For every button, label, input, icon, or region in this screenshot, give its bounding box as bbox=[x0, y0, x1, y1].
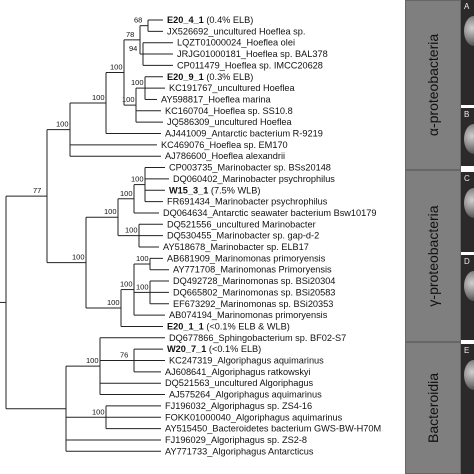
tree-leaf-label: JX526692_uncultured Hoeflea sp. bbox=[167, 26, 305, 36]
bootstrap-value: 100 bbox=[92, 407, 105, 416]
tree-leaf-label: AJ575264_Algoriphagus aquimarinus bbox=[169, 390, 322, 400]
panel-gamma-proteobacteria: γ-proteobacteria bbox=[405, 170, 461, 342]
tree-leaf-label: AJ608641_Algoriphagus ratkowskyi bbox=[165, 367, 311, 377]
thumbnail-c: C bbox=[461, 172, 474, 252]
tree-leaf-label: E20_1_1 (<0.1% ELB & WLB) bbox=[167, 321, 290, 331]
bootstrap-value: 100 bbox=[122, 95, 135, 104]
bootstrap-value: 100 bbox=[72, 253, 85, 262]
tree-leaf-label: JRJG01000181_Hoeflea sp. BAL378 bbox=[177, 49, 328, 59]
bootstrap-value: 100 bbox=[136, 254, 149, 263]
tree-leaf-label: AY518678_Marinobacter sp. ELB17 bbox=[163, 242, 309, 252]
tree-leaf-label: AJ786600_Hoeflea alexandrii bbox=[165, 151, 285, 161]
bootstrap-value: 100 bbox=[120, 280, 133, 289]
tree-leaf-label: FJ196032_Algoriphagus sp. ZS4-16 bbox=[165, 401, 312, 411]
bootstrap-value: 76 bbox=[120, 351, 128, 360]
bootstrap-value: 100 bbox=[136, 282, 149, 291]
tree-leaf-label: FOKK01000040_Algoriphagus aquimarinus bbox=[165, 412, 343, 422]
tree-leaf-label: JQ586309_uncultured Hoeflea bbox=[167, 117, 293, 127]
tree-leaf-label: FR691434_Marinobacter psychrophilus bbox=[167, 197, 328, 207]
phylogenetic-tree: E20_4_1 (0.4% ELB)JX526692_uncultured Ho… bbox=[0, 15, 381, 456]
tree-leaf-label: KC160704_Hoeflea sp. SS10.8 bbox=[165, 106, 293, 116]
tree-leaf-label: DQ064634_Antarctic seawater bacterium Bs… bbox=[163, 208, 376, 218]
bootstrap-value: 100 bbox=[56, 120, 69, 129]
tree-leaf-label: AJ441009_Antarctic bacterium R-9219 bbox=[165, 129, 323, 139]
tree-leaf-label: AY771708_Marinomonas Primoryensis bbox=[173, 265, 332, 275]
bootstrap-value: 78 bbox=[126, 30, 134, 39]
tree-leaf-label: DQ521563_uncultured Algoriphagus bbox=[165, 378, 314, 388]
panel-label-gamma: γ-proteobacteria bbox=[425, 205, 441, 307]
tree-leaf-label: W20_7_1 (<0.1% ELB) bbox=[167, 344, 261, 354]
thumbnail-e: E bbox=[461, 344, 474, 474]
tree-leaf-label: KC191767_uncultured Hoeflea bbox=[169, 83, 296, 93]
panel-bacteroidia: Bacteroidia bbox=[405, 342, 461, 474]
tree-leaf-label: LQZT01000024_Hoeflea olei bbox=[177, 38, 295, 48]
bootstrap-value: 100 bbox=[86, 356, 99, 365]
tree-leaf-label: KC469076_Hoeflea sp. EM170 bbox=[161, 140, 288, 150]
tree-leaf-label: DQ060402_Marinobacter psychrophilus bbox=[173, 174, 335, 184]
tree-leaf-label: AY515450_Bacteroidetes bacterium GWS-BW-… bbox=[165, 424, 381, 434]
panel-alpha-proteobacteria: α-proteobacteria bbox=[405, 0, 461, 170]
tree-leaf-label: AY771733_Algoriphagus Antarcticus bbox=[165, 446, 314, 456]
bootstrap-value: 100 bbox=[125, 226, 138, 235]
tree-leaf-label: W15_3_1 (7.5% WLB) bbox=[169, 185, 260, 195]
bootstrap-value: 100 bbox=[131, 175, 144, 184]
thumbnail-b: B bbox=[461, 108, 474, 166]
panel-label-alpha: α-proteobacteria bbox=[425, 33, 441, 137]
bootstrap-value: 100 bbox=[131, 78, 144, 87]
tree-leaf-label: EF673292_Marinomonas sp. BSi20353 bbox=[173, 299, 333, 309]
tree-leaf-label: DQ677866_Sphingobacterium sp. BF02-S7 bbox=[169, 333, 346, 343]
bootstrap-value: 100 bbox=[110, 62, 123, 71]
tree-leaf-label: FJ196029_Algoriphagus sp. ZS2-8 bbox=[165, 435, 307, 445]
bootstrap-value: 100 bbox=[107, 298, 120, 307]
tree-leaf-label: CP003735_Marinobacter sp. BSs20148 bbox=[169, 163, 331, 173]
tree-leaf-label: DQ665802_Marinomonas sp. BSi20583 bbox=[173, 287, 335, 297]
bootstrap-value: 100 bbox=[120, 189, 133, 198]
thumbnail-d: D bbox=[461, 255, 474, 340]
bootstrap-value: 94 bbox=[129, 44, 137, 53]
thumbnail-a: A bbox=[461, 0, 474, 105]
tree-leaf-label: AB074194_Marinomonas primoryensis bbox=[169, 310, 328, 320]
tree-leaf-label: DQ492728_Marinomonas sp. BSi20304 bbox=[173, 276, 335, 286]
bootstrap-value: 68 bbox=[134, 16, 142, 25]
panel-label-bacteroidia: Bacteroidia bbox=[425, 372, 441, 444]
tree-leaf-label: AY598817_Hoeflea marina bbox=[161, 94, 272, 104]
tree-leaf-label: E20_4_1 (0.4% ELB) bbox=[167, 15, 253, 25]
tree-leaf-label: DQ530455_Marinobacter sp. gap-d-2 bbox=[167, 231, 319, 241]
tree-leaf-label: CP011479_Hoeflea sp. IMCC20628 bbox=[177, 60, 323, 70]
bootstrap-value: 77 bbox=[33, 186, 41, 195]
tree-leaf-label: DQ521556_uncultured Marinobacter bbox=[167, 219, 316, 229]
tree-leaf-label: AB681909_Marinomonas primoryensis bbox=[167, 253, 326, 263]
tree-leaf-label: KC247319_Algoriphagus aquimarinus bbox=[169, 356, 324, 366]
bootstrap-value: 100 bbox=[92, 93, 105, 102]
tree-leaf-label: E20_9_1 (0.3% ELB) bbox=[167, 72, 253, 82]
bootstrap-value: 100 bbox=[104, 207, 117, 216]
